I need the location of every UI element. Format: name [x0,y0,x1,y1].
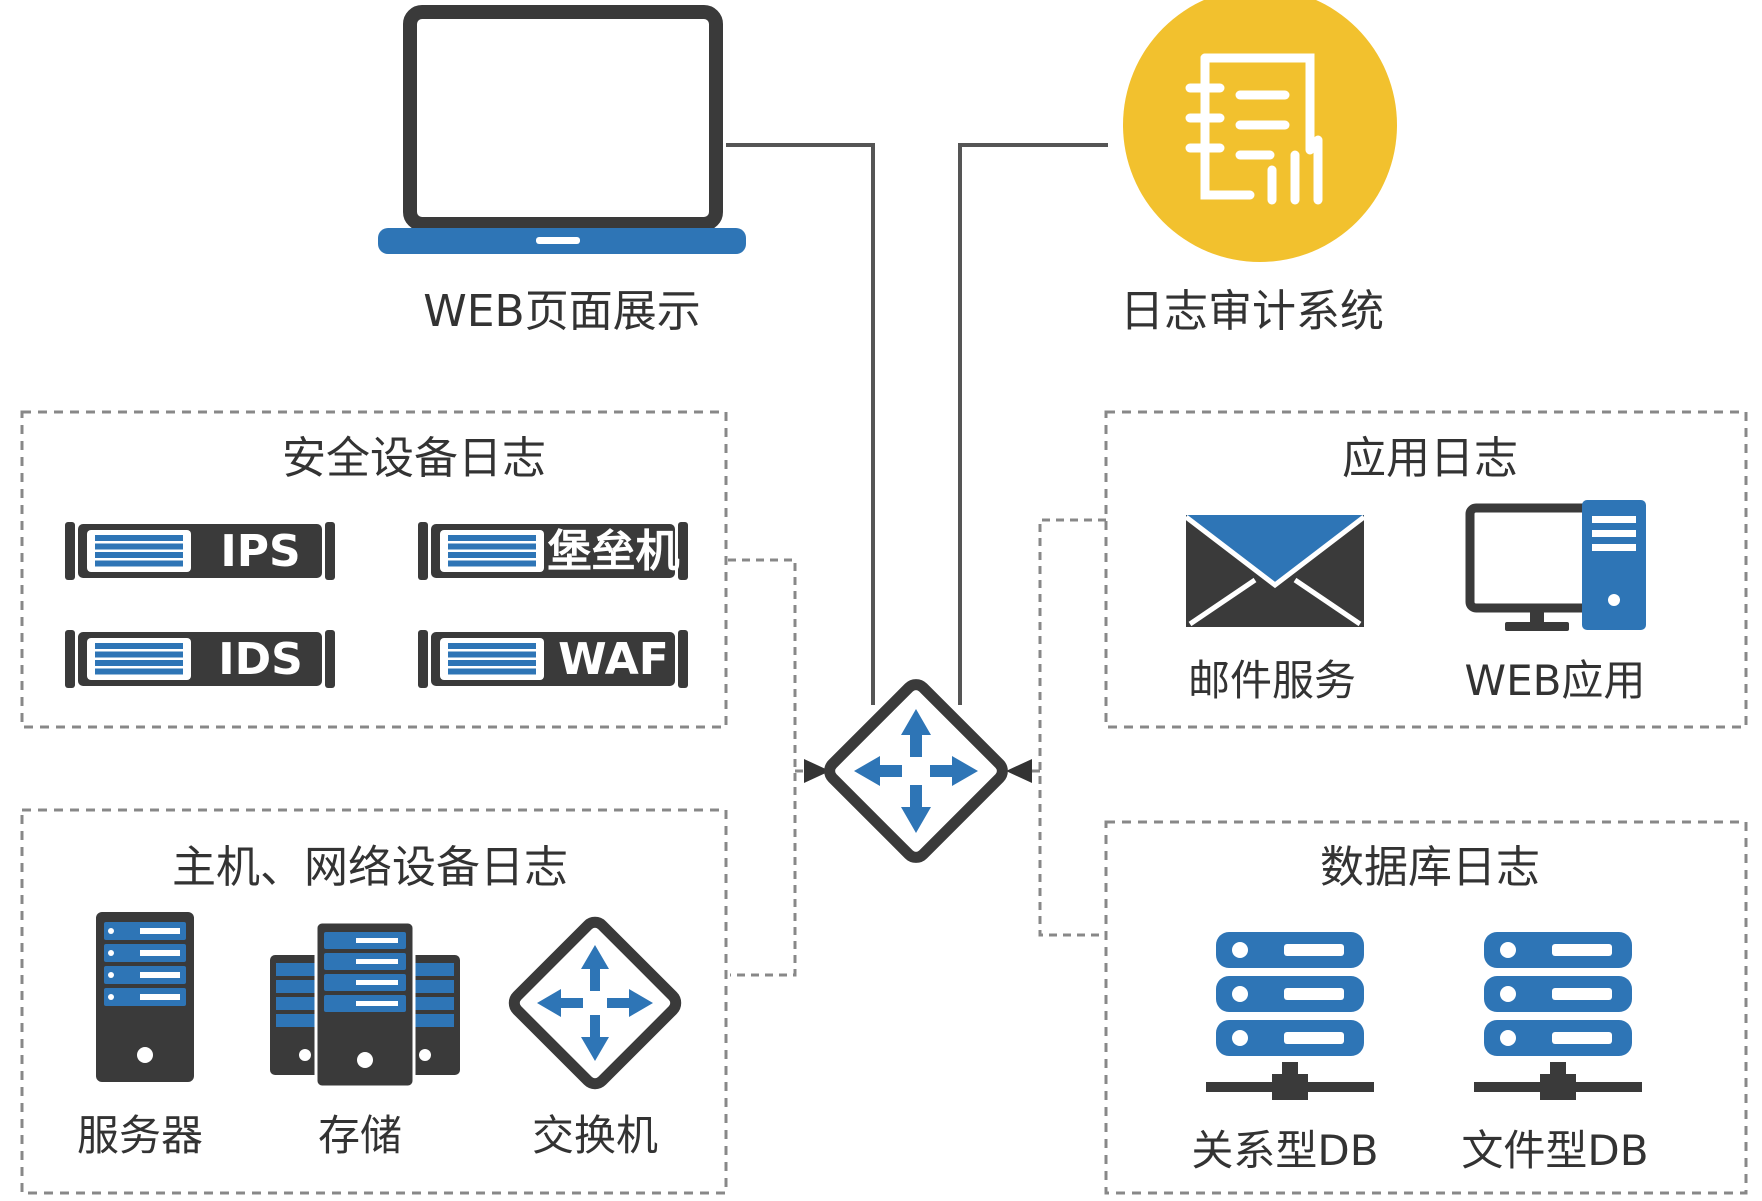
audit-link-line [958,143,1108,705]
relational-db-label: 关系型DB [1191,1126,1378,1175]
security-group-border [20,410,728,729]
security-group-title: 安全设备日志 [282,433,546,484]
security-device-group: 安全设备日志 IPS 堡垒机 IDS WAF [20,410,728,729]
security-feed-line [728,558,797,977]
device-label-0: IPS [220,526,300,577]
waf-device-icon: WAF [418,630,688,688]
server-icon [96,912,194,1082]
right-feed-arrowhead [1006,759,1032,783]
storage-label: 存储 [318,1111,402,1160]
ips-device-icon: IPS [65,522,335,580]
app-group-border [1104,410,1748,729]
file-db-icon [1474,932,1642,1100]
server-label: 服务器 [77,1111,203,1160]
laptop-icon [378,5,746,254]
left-feed-arrowhead [804,759,830,783]
log-audit-icon [1123,0,1397,262]
web-app-label: WEB应用 [1465,656,1646,705]
host-group-border [20,808,728,1195]
laptop-link-line [726,143,875,705]
connectors [726,143,1108,977]
db-log-group: 数据库日志 关系型DB 文件型DB [1104,820,1748,1195]
app-group-title: 应用日志 [1342,433,1518,484]
relational-db-icon [1206,932,1374,1100]
mail-icon [1184,515,1366,627]
ids-device-icon: IDS [65,630,335,688]
storage-icon [270,920,460,1089]
device-label-1: 堡垒机 [548,526,680,577]
mail-service-label: 邮件服务 [1188,656,1356,705]
switch-icon [508,916,682,1090]
device-label-3: WAF [558,634,669,685]
app-log-group: 应用日志 邮件服务 WEB应用 [1104,410,1748,729]
app-feed-line [1038,518,1106,937]
switch-label: 交换机 [532,1111,658,1160]
db-group-border [1104,820,1748,1195]
bastion-host-device-icon: 堡垒机 [418,522,688,580]
file-db-label: 文件型DB [1461,1126,1648,1175]
host-group-title: 主机、网络设备日志 [172,842,568,893]
host-network-group: 主机、网络设备日志 服务器 [20,808,728,1195]
web-display-label: WEB页面展示 [423,286,701,337]
desktop-pc-icon [1465,500,1646,631]
db-group-title: 数据库日志 [1320,842,1540,893]
device-label-2: IDS [218,634,303,685]
log-audit-label: 日志审计系统 [1120,286,1384,337]
central-router-icon [824,679,1008,863]
